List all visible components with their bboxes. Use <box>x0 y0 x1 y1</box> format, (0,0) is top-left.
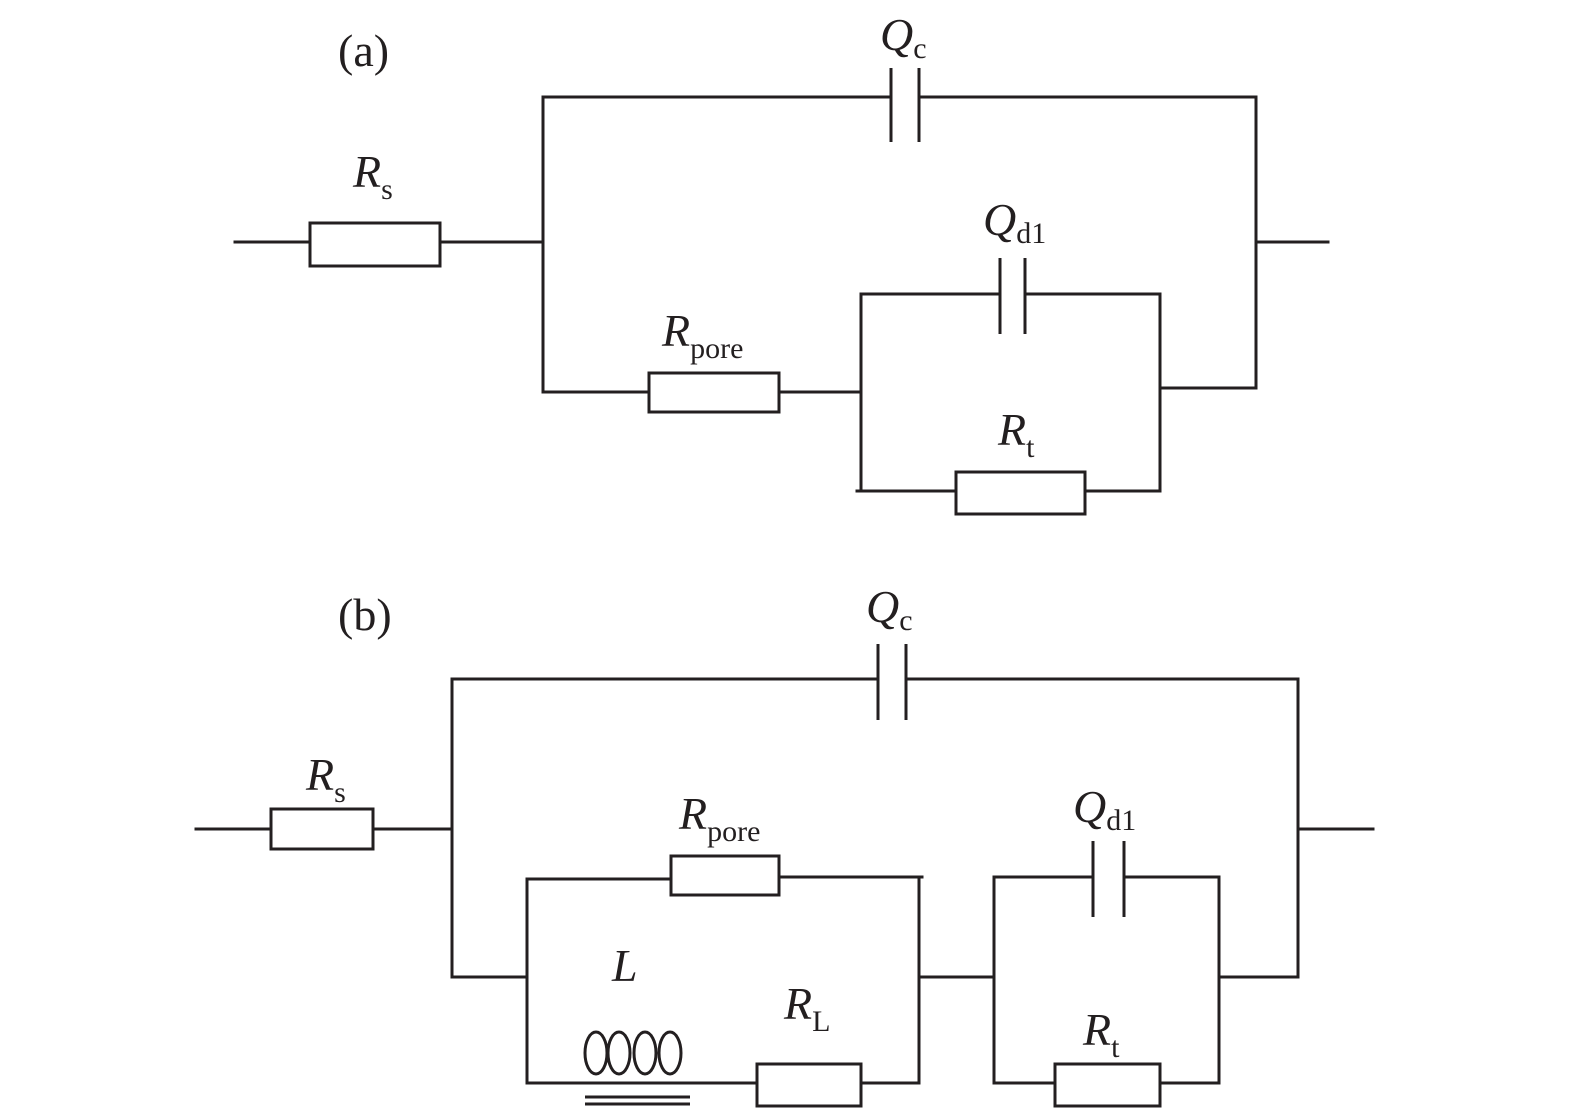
resistor-a-rt <box>954 470 1087 516</box>
label-b-rs: Rs <box>305 749 346 809</box>
label-b-rl: RL <box>783 978 830 1038</box>
resistor-b-rt <box>1053 1062 1162 1108</box>
label-a-qc: Qc <box>880 9 927 65</box>
label-b-qc: Qc <box>866 581 913 637</box>
resistor-a-rpore <box>647 371 781 414</box>
label-a-qdl: Qd1 <box>983 194 1046 250</box>
label-a-rs: Rs <box>352 146 393 206</box>
resistor-b-rl <box>755 1062 863 1108</box>
label-b-rpore: Rpore <box>678 788 760 848</box>
resistor-b-rs <box>269 807 375 851</box>
circuit-a: (a) Rs Qc Rpore Qd1 Rt <box>233 9 1330 516</box>
inductor-b-l <box>583 1030 690 1106</box>
resistor-a-rs <box>308 221 442 268</box>
circuit-b: (b) Rs Qc Rpore <box>194 581 1375 1108</box>
resistor-b-rpore <box>669 854 781 897</box>
label-b-rt: Rt <box>1082 1004 1120 1064</box>
panel-label-a: (a) <box>338 25 389 76</box>
label-a-rt: Rt <box>997 404 1035 464</box>
panel-label-b: (b) <box>338 589 392 640</box>
label-b-l: L <box>611 940 638 991</box>
label-b-qdl: Qd1 <box>1073 781 1136 837</box>
label-a-rpore: Rpore <box>661 305 743 365</box>
